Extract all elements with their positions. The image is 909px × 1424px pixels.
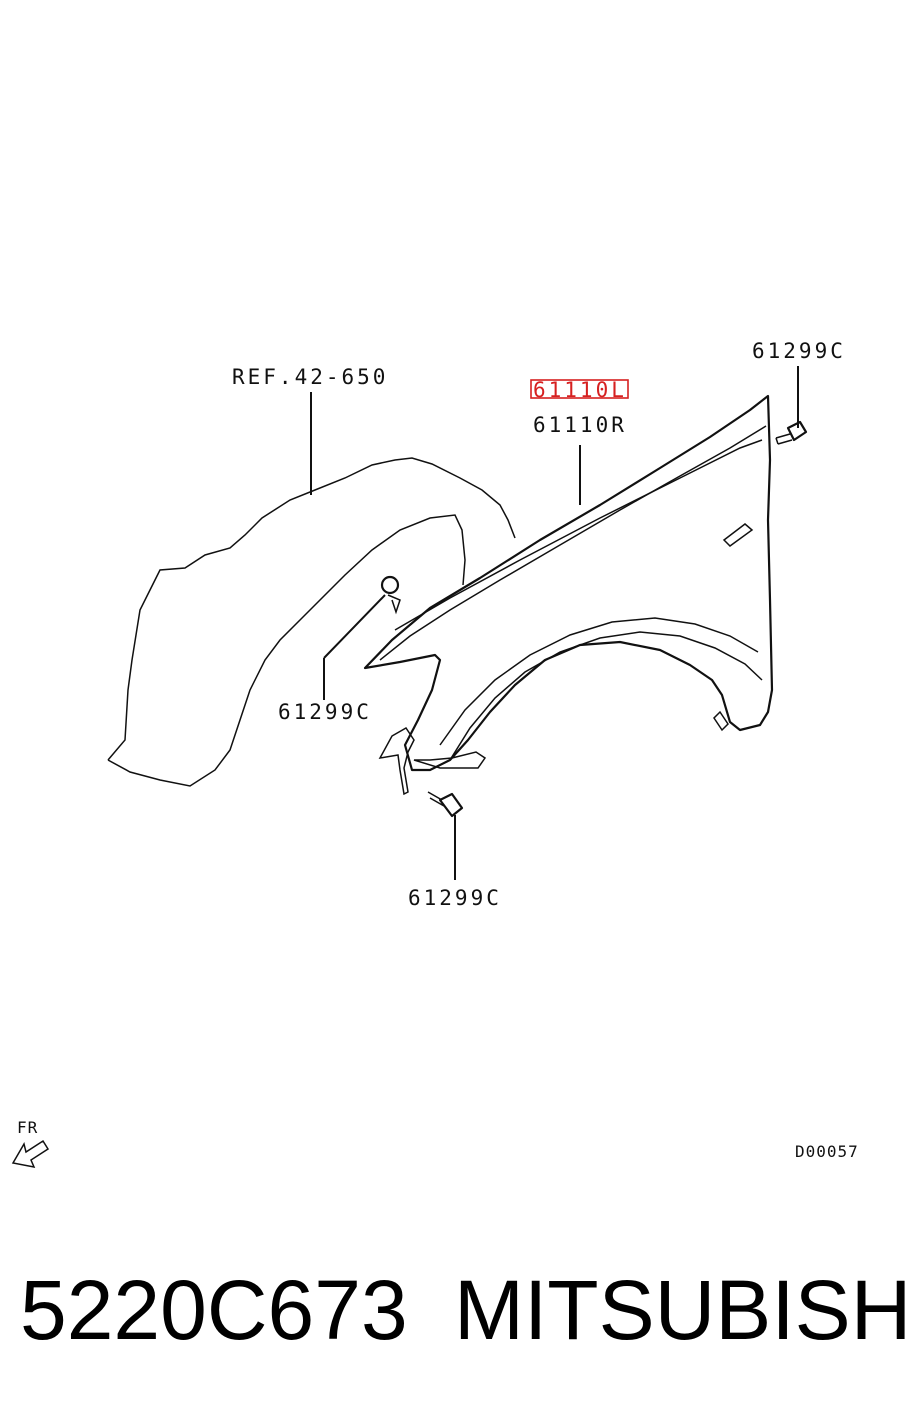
footer-part-number: 5220C673 — [20, 1263, 408, 1357]
ref-label: REF.42-650 — [232, 365, 388, 389]
bolt-top — [775, 366, 808, 445]
fender-panel — [363, 394, 774, 796]
footer-brand: MITSUBISHI — [454, 1263, 909, 1357]
drawing-code: D00057 — [795, 1142, 859, 1161]
bolt-mid-label: 61299C — [278, 700, 372, 724]
footer: 5220C673 MITSUBISHI — [0, 1262, 909, 1372]
bolt-middle — [323, 575, 401, 700]
bolt-bottom — [427, 791, 464, 880]
bolt-top-label: 61299C — [752, 339, 846, 363]
wheelhouse-liner — [107, 392, 516, 787]
part-left-highlight — [530, 379, 629, 399]
front-arrow-icon — [11, 1139, 50, 1169]
part-left-label: 61110L — [533, 378, 627, 402]
part-right-label: 61110R — [533, 413, 627, 437]
front-label: FR — [17, 1118, 38, 1137]
bolt-bottom-label: 61299C — [408, 886, 502, 910]
